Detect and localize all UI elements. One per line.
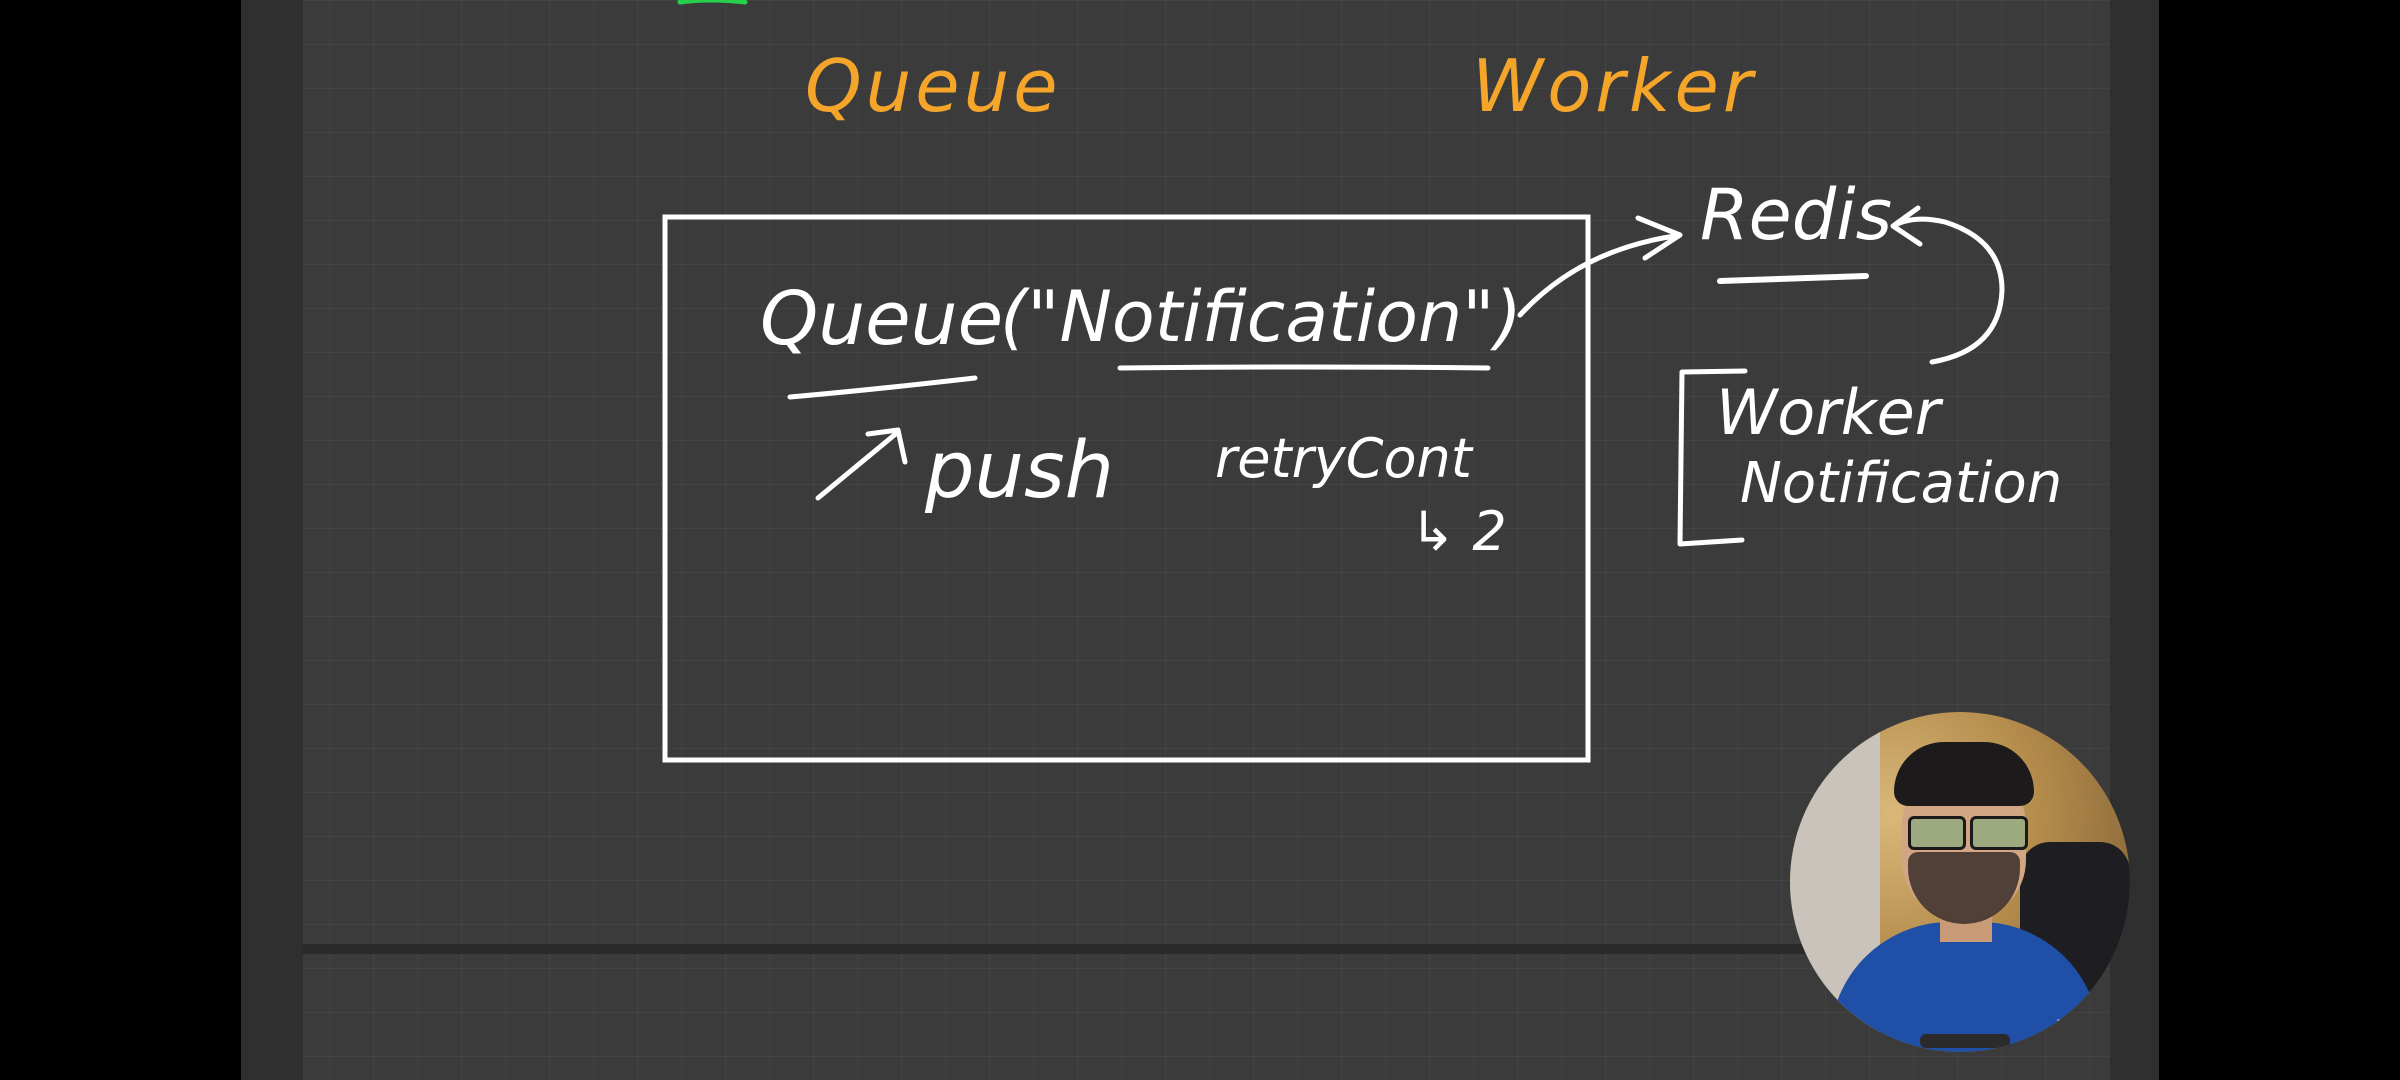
redis-label: Redis (1700, 174, 1893, 256)
page-divider (303, 944, 2110, 954)
presenter-hair (1894, 742, 2034, 806)
glasses-lens-left (1908, 816, 1966, 850)
retry-count-label: retryCont (1215, 427, 1472, 490)
heading-worker: Worker (1472, 44, 1757, 128)
microphone-icon (1920, 1034, 2010, 1048)
worker-notification-label: Notification (1740, 451, 2063, 516)
glasses-icon (1904, 816, 2028, 850)
heading-queue: Queue (805, 44, 1062, 128)
push-label: push (925, 426, 1115, 516)
canvas-left-margin (241, 0, 303, 1080)
retry-count-value: ↳ 2 (1410, 500, 1507, 563)
shirt-logo: PK (2056, 1016, 2077, 1035)
worker-label: Worker (1716, 376, 1941, 449)
code-queue-args: ("Notification") (1000, 276, 1522, 358)
glasses-lens-right (1970, 816, 2028, 850)
presenter-beard (1908, 852, 2020, 924)
code-queue-keyword: Queue (760, 276, 1004, 362)
presenter-webcam: PK (1790, 712, 2130, 1052)
